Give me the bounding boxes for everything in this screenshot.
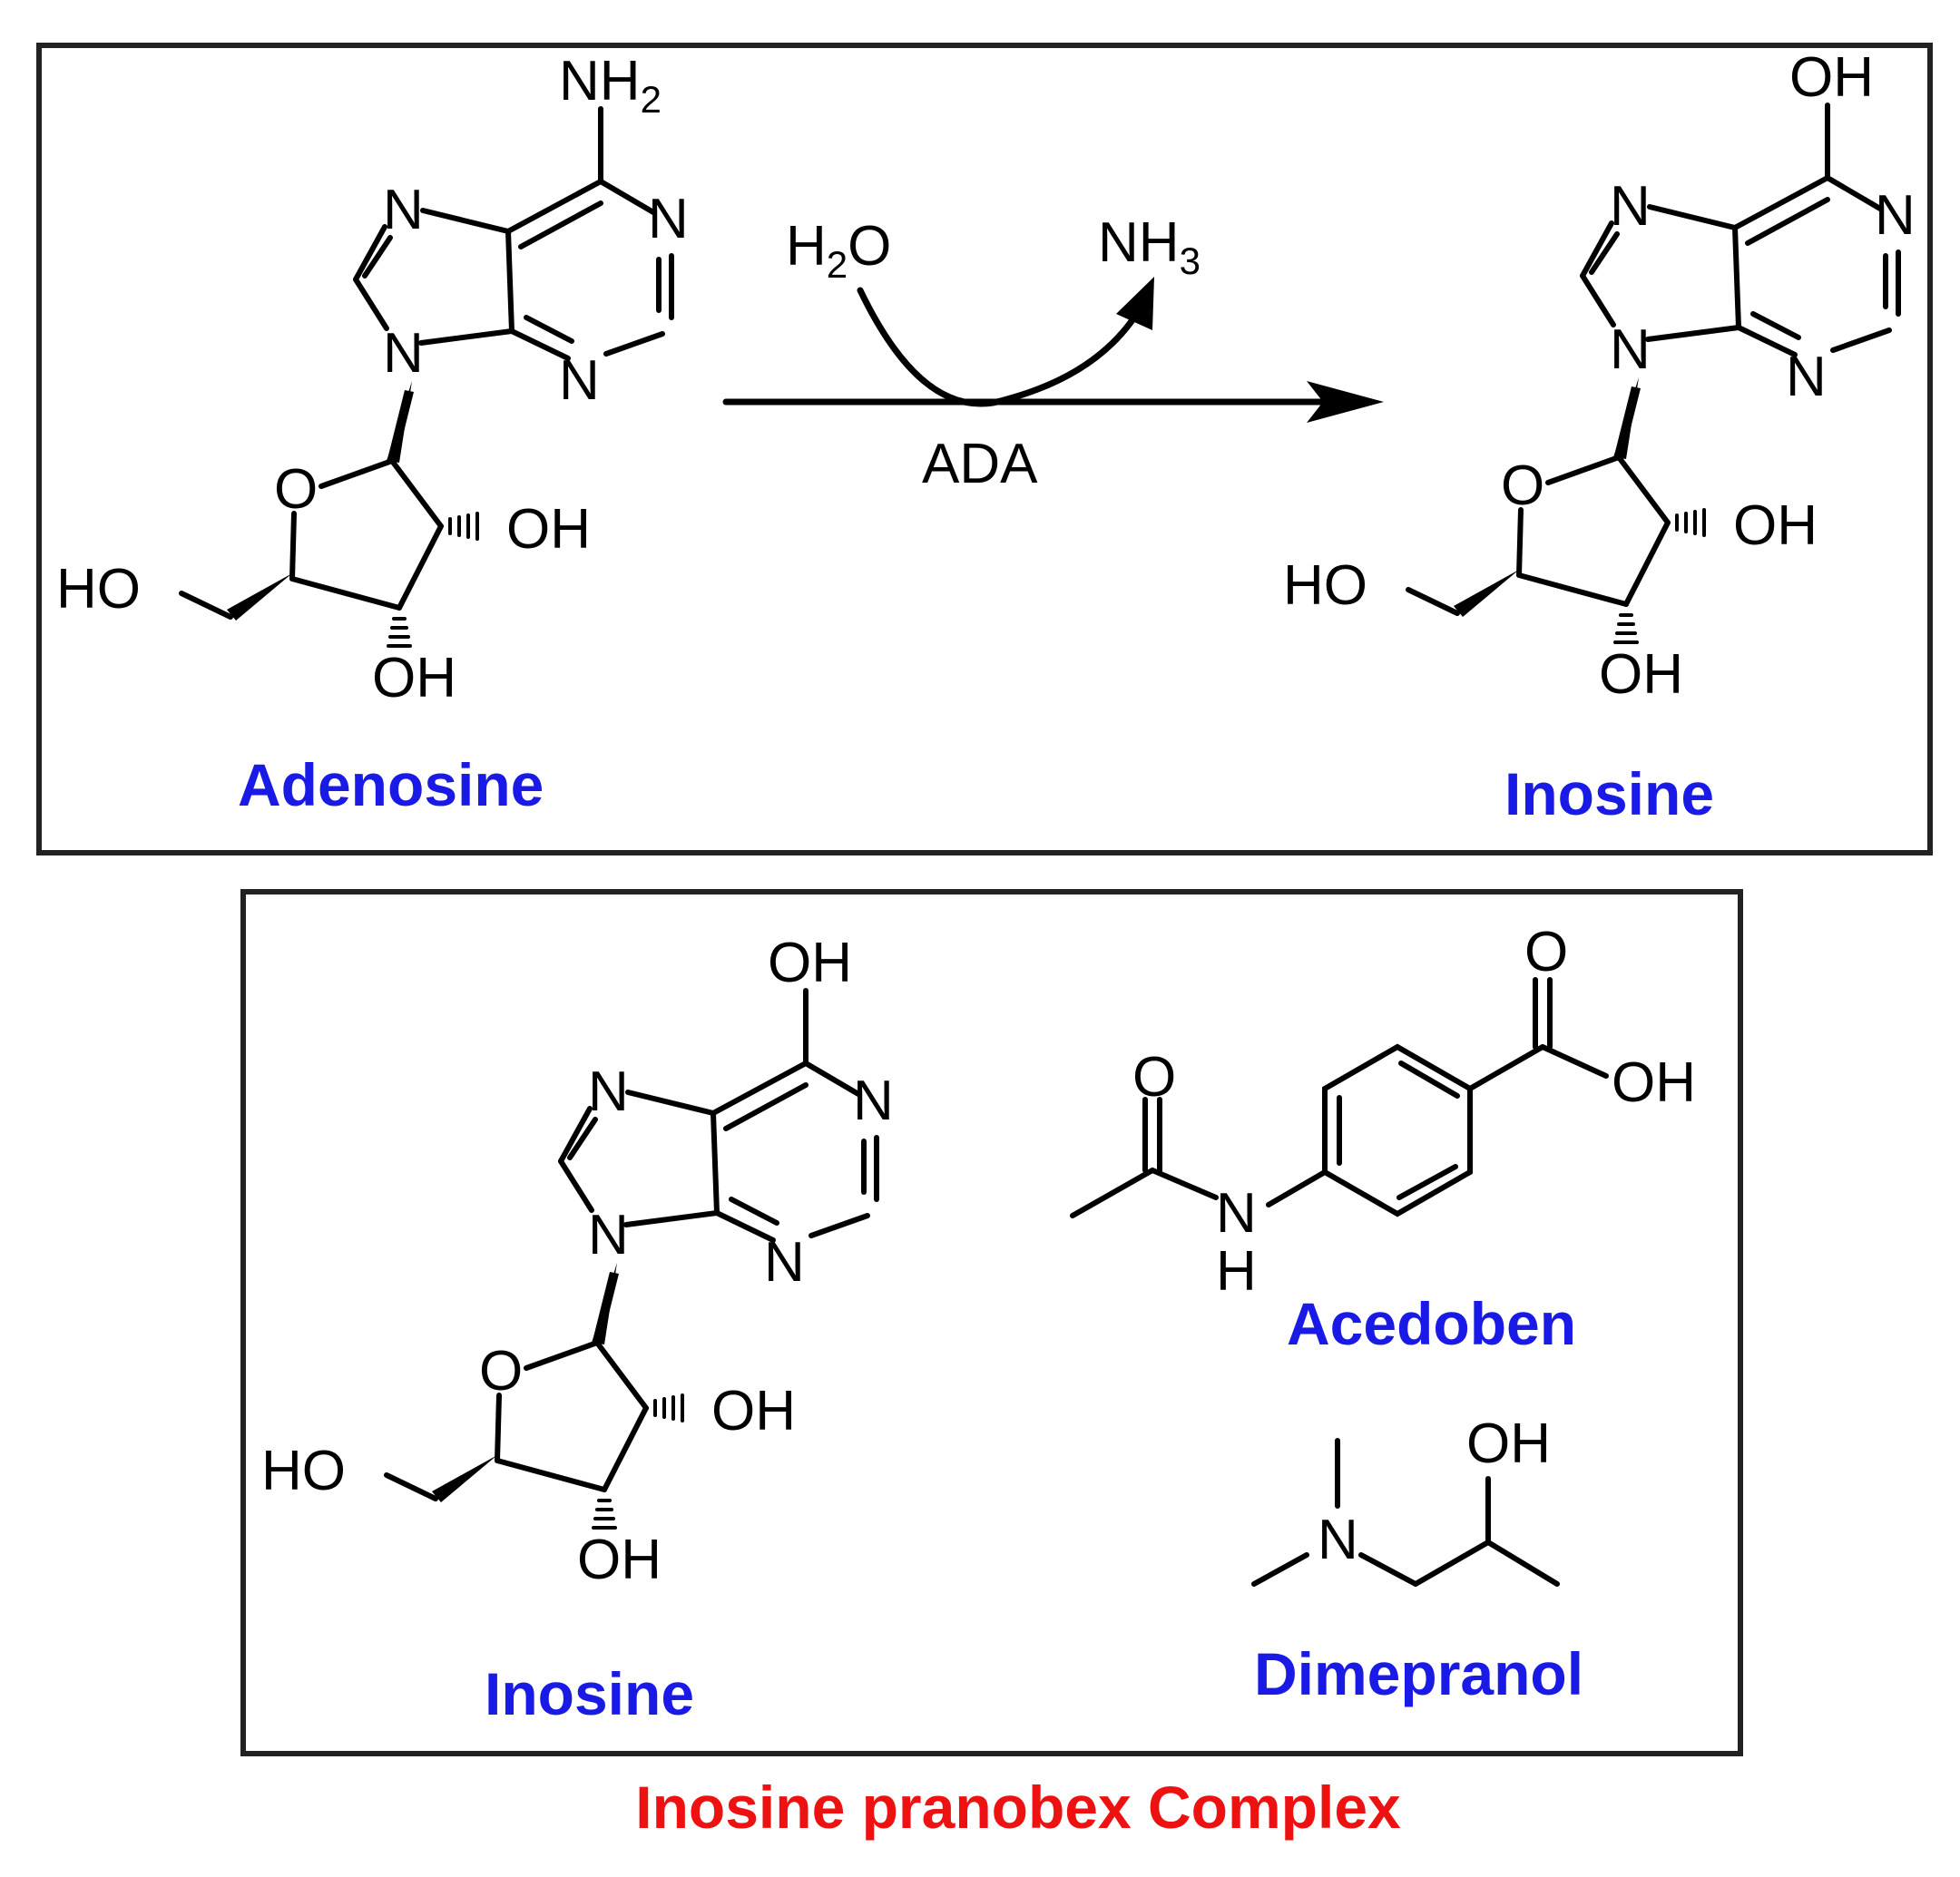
svg-text:N: N bbox=[764, 1231, 805, 1294]
atom-n3: N bbox=[559, 349, 600, 412]
svg-text:N: N bbox=[1216, 1182, 1257, 1245]
svg-text:OH: OH bbox=[1466, 1413, 1551, 1475]
complex-caption: Inosine pranobex Complex bbox=[635, 1774, 1401, 1841]
acedoben-structure: O N H O OH bbox=[1070, 921, 1696, 1303]
nh2-sub: 2 bbox=[641, 78, 662, 121]
svg-text:OH: OH bbox=[1733, 494, 1818, 557]
svg-text:N: N bbox=[1318, 1509, 1358, 1571]
reaction-panel bbox=[36, 43, 1933, 855]
svg-text:OH: OH bbox=[1599, 643, 1683, 706]
enzyme-ada: ADA bbox=[922, 433, 1038, 495]
svg-text:N: N bbox=[588, 1204, 629, 1266]
dimepranol-structure: N OH bbox=[1251, 1413, 1560, 1587]
atom-n9: N bbox=[383, 322, 424, 385]
label-inosine-product: Inosine bbox=[1504, 760, 1714, 827]
svg-text:N: N bbox=[1786, 346, 1827, 408]
atom-n7: N bbox=[383, 179, 424, 241]
atom-oh-2: OH bbox=[506, 498, 591, 561]
svg-text:N: N bbox=[1610, 318, 1651, 381]
svg-text:N: N bbox=[588, 1061, 629, 1123]
svg-text:OH: OH bbox=[577, 1529, 662, 1591]
svg-text:N: N bbox=[853, 1070, 894, 1132]
svg-text:O: O bbox=[1132, 1046, 1176, 1109]
svg-text:N: N bbox=[1875, 184, 1916, 247]
svg-text:HO: HO bbox=[261, 1440, 346, 1502]
svg-text:O: O bbox=[479, 1340, 523, 1403]
svg-text:N: N bbox=[1610, 175, 1651, 238]
inosine-complex-structure: N N N N O OH OH HO OH bbox=[261, 932, 894, 1591]
svg-text:H: H bbox=[1216, 1240, 1257, 1303]
svg-text:O: O bbox=[1501, 455, 1544, 517]
svg-text:OH: OH bbox=[1612, 1051, 1696, 1114]
svg-text:OH: OH bbox=[711, 1380, 796, 1442]
atom-oh-6: OH bbox=[1789, 46, 1874, 109]
label-dimepranol: Dimepranol bbox=[1254, 1640, 1583, 1707]
svg-text:OH: OH bbox=[768, 932, 852, 994]
reagent-ammonia: NH3 bbox=[1098, 211, 1200, 282]
label-acedoben: Acedoben bbox=[1287, 1290, 1576, 1357]
reagent-water: H2O bbox=[786, 215, 891, 286]
svg-text:O: O bbox=[1524, 921, 1568, 983]
atom-oh-3: OH bbox=[372, 647, 456, 709]
complex-panel bbox=[240, 889, 1743, 1756]
atom-n1: N bbox=[648, 188, 689, 250]
label-adenosine: Adenosine bbox=[238, 751, 544, 818]
nh2-label: NH bbox=[559, 50, 641, 112]
atom-ho-5: HO bbox=[56, 558, 141, 621]
reaction-arrow bbox=[722, 277, 1384, 423]
adenosine-structure: N N N N O OH OH HO NH2 bbox=[56, 50, 689, 709]
svg-text:HO: HO bbox=[1283, 554, 1367, 617]
atom-o-ring: O bbox=[274, 458, 318, 521]
label-inosine-complex: Inosine bbox=[485, 1660, 694, 1727]
inosine-product-structure: N N N N O OH OH HO OH bbox=[1283, 46, 1916, 706]
atom-nh2: NH2 bbox=[559, 50, 662, 121]
